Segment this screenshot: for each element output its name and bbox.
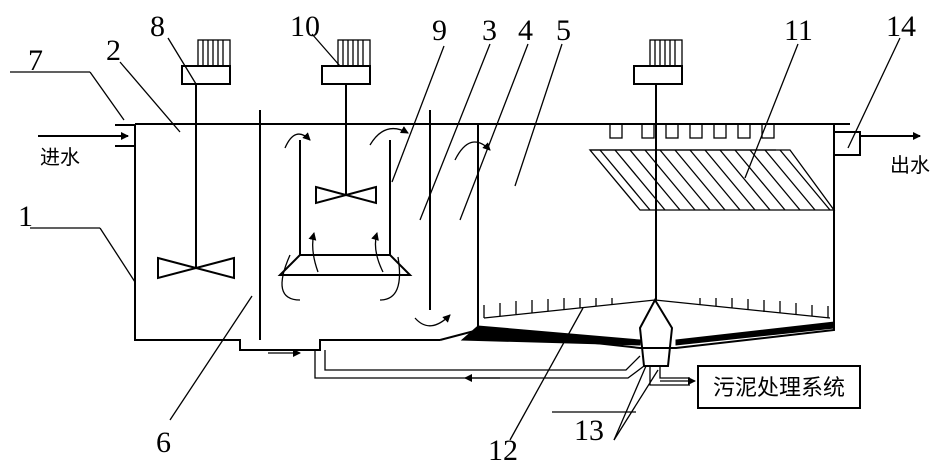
- label-9: 9: [432, 14, 447, 47]
- tube-settler-11: [588, 149, 836, 211]
- label-14: 14: [886, 10, 916, 43]
- scraper-teeth: [483, 298, 829, 318]
- central-hopper: [638, 297, 674, 367]
- motor-center-body: [649, 39, 683, 67]
- label-8: 8: [150, 10, 165, 43]
- label-2: 2: [106, 34, 121, 67]
- motor-center-base: [633, 65, 683, 85]
- return-pipe-13a: [314, 350, 645, 379]
- tank-left-outline: [134, 124, 440, 351]
- motor-8-fins: [202, 40, 224, 66]
- sludge-discharge-pipe: [649, 366, 690, 386]
- motor-8-body: [197, 39, 231, 67]
- motor-10-body: [337, 39, 371, 67]
- sludge-deposit-left: [460, 325, 641, 346]
- label-11: 11: [784, 14, 813, 47]
- label-12: 12: [488, 434, 518, 467]
- agitator-10-impeller: [315, 185, 377, 205]
- label-6: 6: [156, 426, 171, 459]
- inlet-label: 进水: [40, 145, 80, 169]
- label-3: 3: [482, 14, 497, 47]
- label-10: 10: [290, 10, 320, 43]
- return-pipe-13b: [324, 350, 641, 371]
- motor-10-base: [321, 65, 371, 85]
- sludge-treatment-label: 污泥处理系统: [713, 376, 845, 401]
- label-5: 5: [556, 14, 571, 47]
- agitator-8-impeller: [157, 256, 235, 280]
- outlet-trough-14: [834, 131, 861, 156]
- label-1: 1: [18, 200, 33, 233]
- motor-8-base: [181, 65, 231, 85]
- sludge-discharge-pipe-2: [659, 366, 690, 379]
- leader-lines: [10, 33, 901, 441]
- outlet-label: 出水: [890, 153, 930, 177]
- sludge-deposit-right: [675, 321, 835, 346]
- draft-tube-9: [277, 140, 413, 276]
- label-13: 13: [574, 414, 604, 447]
- motor-center-fins: [654, 40, 676, 66]
- tube-settler-slats: [599, 149, 831, 211]
- label-4: 4: [518, 14, 533, 47]
- sludge-treatment-box: [697, 365, 861, 409]
- label-7: 7: [28, 44, 43, 77]
- flow-arrows: [281, 126, 491, 327]
- motor-10-fins: [342, 40, 364, 66]
- collector-nozzles: [609, 123, 775, 139]
